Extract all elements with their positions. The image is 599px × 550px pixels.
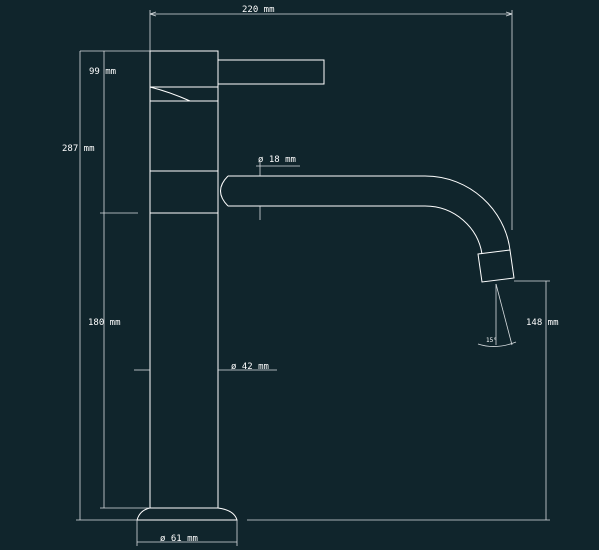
label-height-body: 180 mm [88,318,121,328]
lever-handle [217,59,325,85]
faucet-outline [136,50,515,521]
dim-220-tick-right [505,11,513,17]
spout-upper [228,175,511,251]
label-spout-height: 148 mm [526,318,559,328]
label-height-lever: 99 mm [89,67,116,77]
label-angle: 15° [486,337,497,344]
spout-root [220,175,229,207]
lever-cap [149,50,219,88]
dimension-lines [76,10,550,546]
label-spout-diameter: ø 18 mm [258,155,296,165]
faucet-base [136,507,238,521]
dim-220-tick-left [149,11,157,17]
spout-lower [228,205,483,255]
angle-leg-slant [495,283,513,346]
label-width-overall: 220 mm [242,5,275,15]
label-height-total: 287 mm [62,144,95,154]
angle-arc [477,341,517,347]
label-base-diameter: ø 61 mm [160,534,198,544]
cartridge-curve [149,86,191,102]
label-body-diameter: ø 42 mm [231,362,269,372]
dimension-labels: 220 mm 99 mm 287 mm 180 mm ø 18 mm ø 42 … [62,5,559,544]
spout-tip [477,249,515,283]
